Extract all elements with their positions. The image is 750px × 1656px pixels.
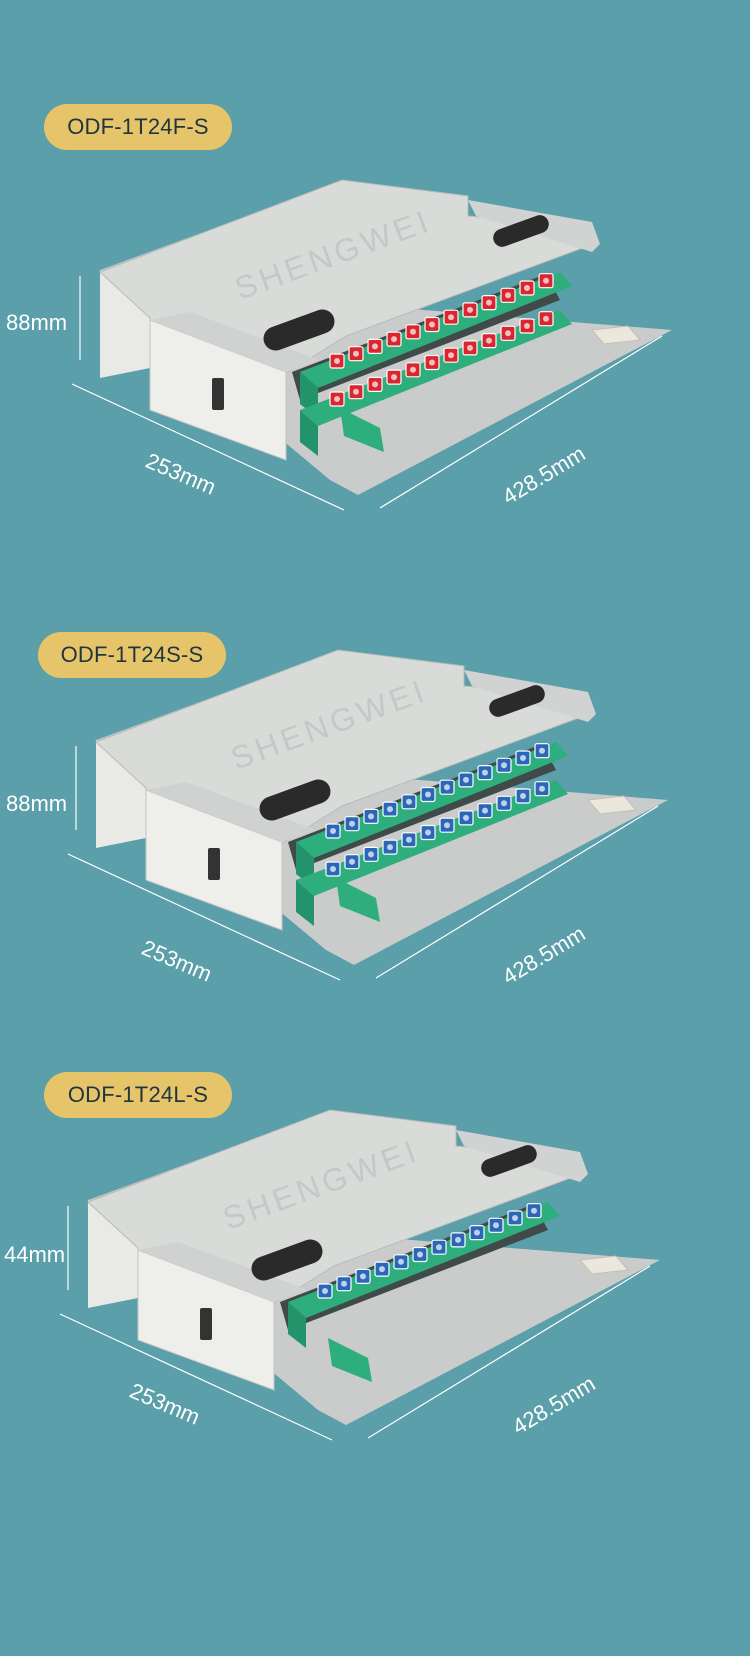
fiber-adapter [515, 788, 531, 804]
cable-slot [489, 685, 545, 717]
side-wall [88, 1192, 138, 1308]
fiber-adapter [526, 1203, 542, 1219]
depth-guide [67, 853, 341, 981]
depth-dimension: 253mm [142, 448, 220, 500]
tray-hinge [328, 1338, 372, 1382]
fiber-adapter [374, 1261, 390, 1277]
model-label: ODF-1T24L-S [44, 1072, 232, 1118]
top-cover [87, 1109, 581, 1305]
tray-opening [288, 744, 556, 870]
rear-tab [579, 1255, 629, 1275]
width-dimension: 428.5mm [498, 440, 590, 510]
latch-bracket [200, 1308, 212, 1340]
fiber-adapter [458, 772, 474, 788]
fiber-adapter [431, 1239, 447, 1255]
fiber-adapter [477, 765, 493, 781]
fiber-adapter [382, 801, 398, 817]
model-label: ODF-1T24S-S [38, 632, 226, 678]
fiber-adapter [325, 823, 341, 839]
fiber-adapter [325, 861, 341, 877]
fiber-adapter [496, 757, 512, 773]
fiber-adapter [488, 1217, 504, 1233]
latch-bracket [208, 848, 220, 880]
tray-hinge [336, 878, 380, 922]
front-face [137, 1249, 275, 1391]
top-cover [95, 649, 589, 845]
adapter-tray [288, 1202, 560, 1318]
fiber-adapter [336, 1276, 352, 1292]
fiber-adapter [420, 824, 436, 841]
fiber-adapter [317, 1283, 333, 1299]
fiber-adapter [496, 795, 512, 811]
cable-slot [481, 1145, 537, 1177]
fiber-adapter [363, 808, 379, 824]
depth-guide [59, 1313, 333, 1441]
depth-dimension: 253mm [138, 935, 216, 987]
brand-watermark: SHENGWEI [226, 672, 432, 776]
fiber-adapter [534, 743, 550, 759]
fiber-adapter [355, 1268, 371, 1284]
model-label: ODF-1T24F-S [44, 104, 232, 150]
depth-dimension: 253mm [126, 1378, 204, 1430]
height-dimension: 44mm [4, 1242, 66, 1267]
fiber-adapter [534, 781, 550, 797]
fiber-adapter [344, 816, 360, 832]
fiber-adapter [412, 1246, 428, 1263]
width-guide [375, 805, 659, 979]
fiber-adapter [507, 1210, 523, 1226]
width-guide [367, 1265, 651, 1439]
fiber-adapter [477, 803, 493, 819]
fiber-adapter [401, 794, 417, 810]
height-dimension: 88mm [6, 310, 68, 335]
front-face [145, 789, 283, 931]
fiber-adapter [515, 750, 531, 766]
fiber-adapter [458, 810, 474, 826]
fiber-adapter [401, 832, 417, 848]
odf-panel-3: SHENGWEI [59, 1109, 660, 1441]
fiber-adapter [382, 839, 398, 855]
side-wall [96, 732, 146, 848]
right-flap [464, 670, 596, 722]
rear-tab [587, 795, 637, 815]
fiber-adapter [363, 846, 379, 862]
fiber-adapter [420, 786, 436, 803]
width-dimension: 428.5mm [498, 920, 590, 990]
fiber-adapter [393, 1254, 409, 1270]
width-dimension: 428.5mm [508, 1370, 600, 1440]
fiber-adapter [469, 1225, 485, 1241]
fiber-adapter [439, 779, 455, 795]
adapter-tray [296, 742, 568, 858]
fiber-adapter [344, 854, 360, 870]
adapter-tray [296, 780, 568, 896]
tray-opening [280, 1204, 548, 1330]
right-flap [456, 1130, 588, 1182]
base-plate [138, 1230, 660, 1425]
product-section-1: ODF-1T24F-S 88mm 253mm 428.5mm [0, 0, 750, 552]
fiber-adapter [450, 1232, 466, 1248]
fiber-adapter [439, 817, 455, 833]
cable-slot [251, 1239, 323, 1281]
height-dimension: 88mm [6, 791, 68, 816]
odf-panel-2: SHENGWEI [67, 649, 668, 981]
base-plate [146, 770, 668, 965]
cable-slot [259, 779, 331, 821]
brand-watermark: SHENGWEI [218, 1132, 424, 1236]
